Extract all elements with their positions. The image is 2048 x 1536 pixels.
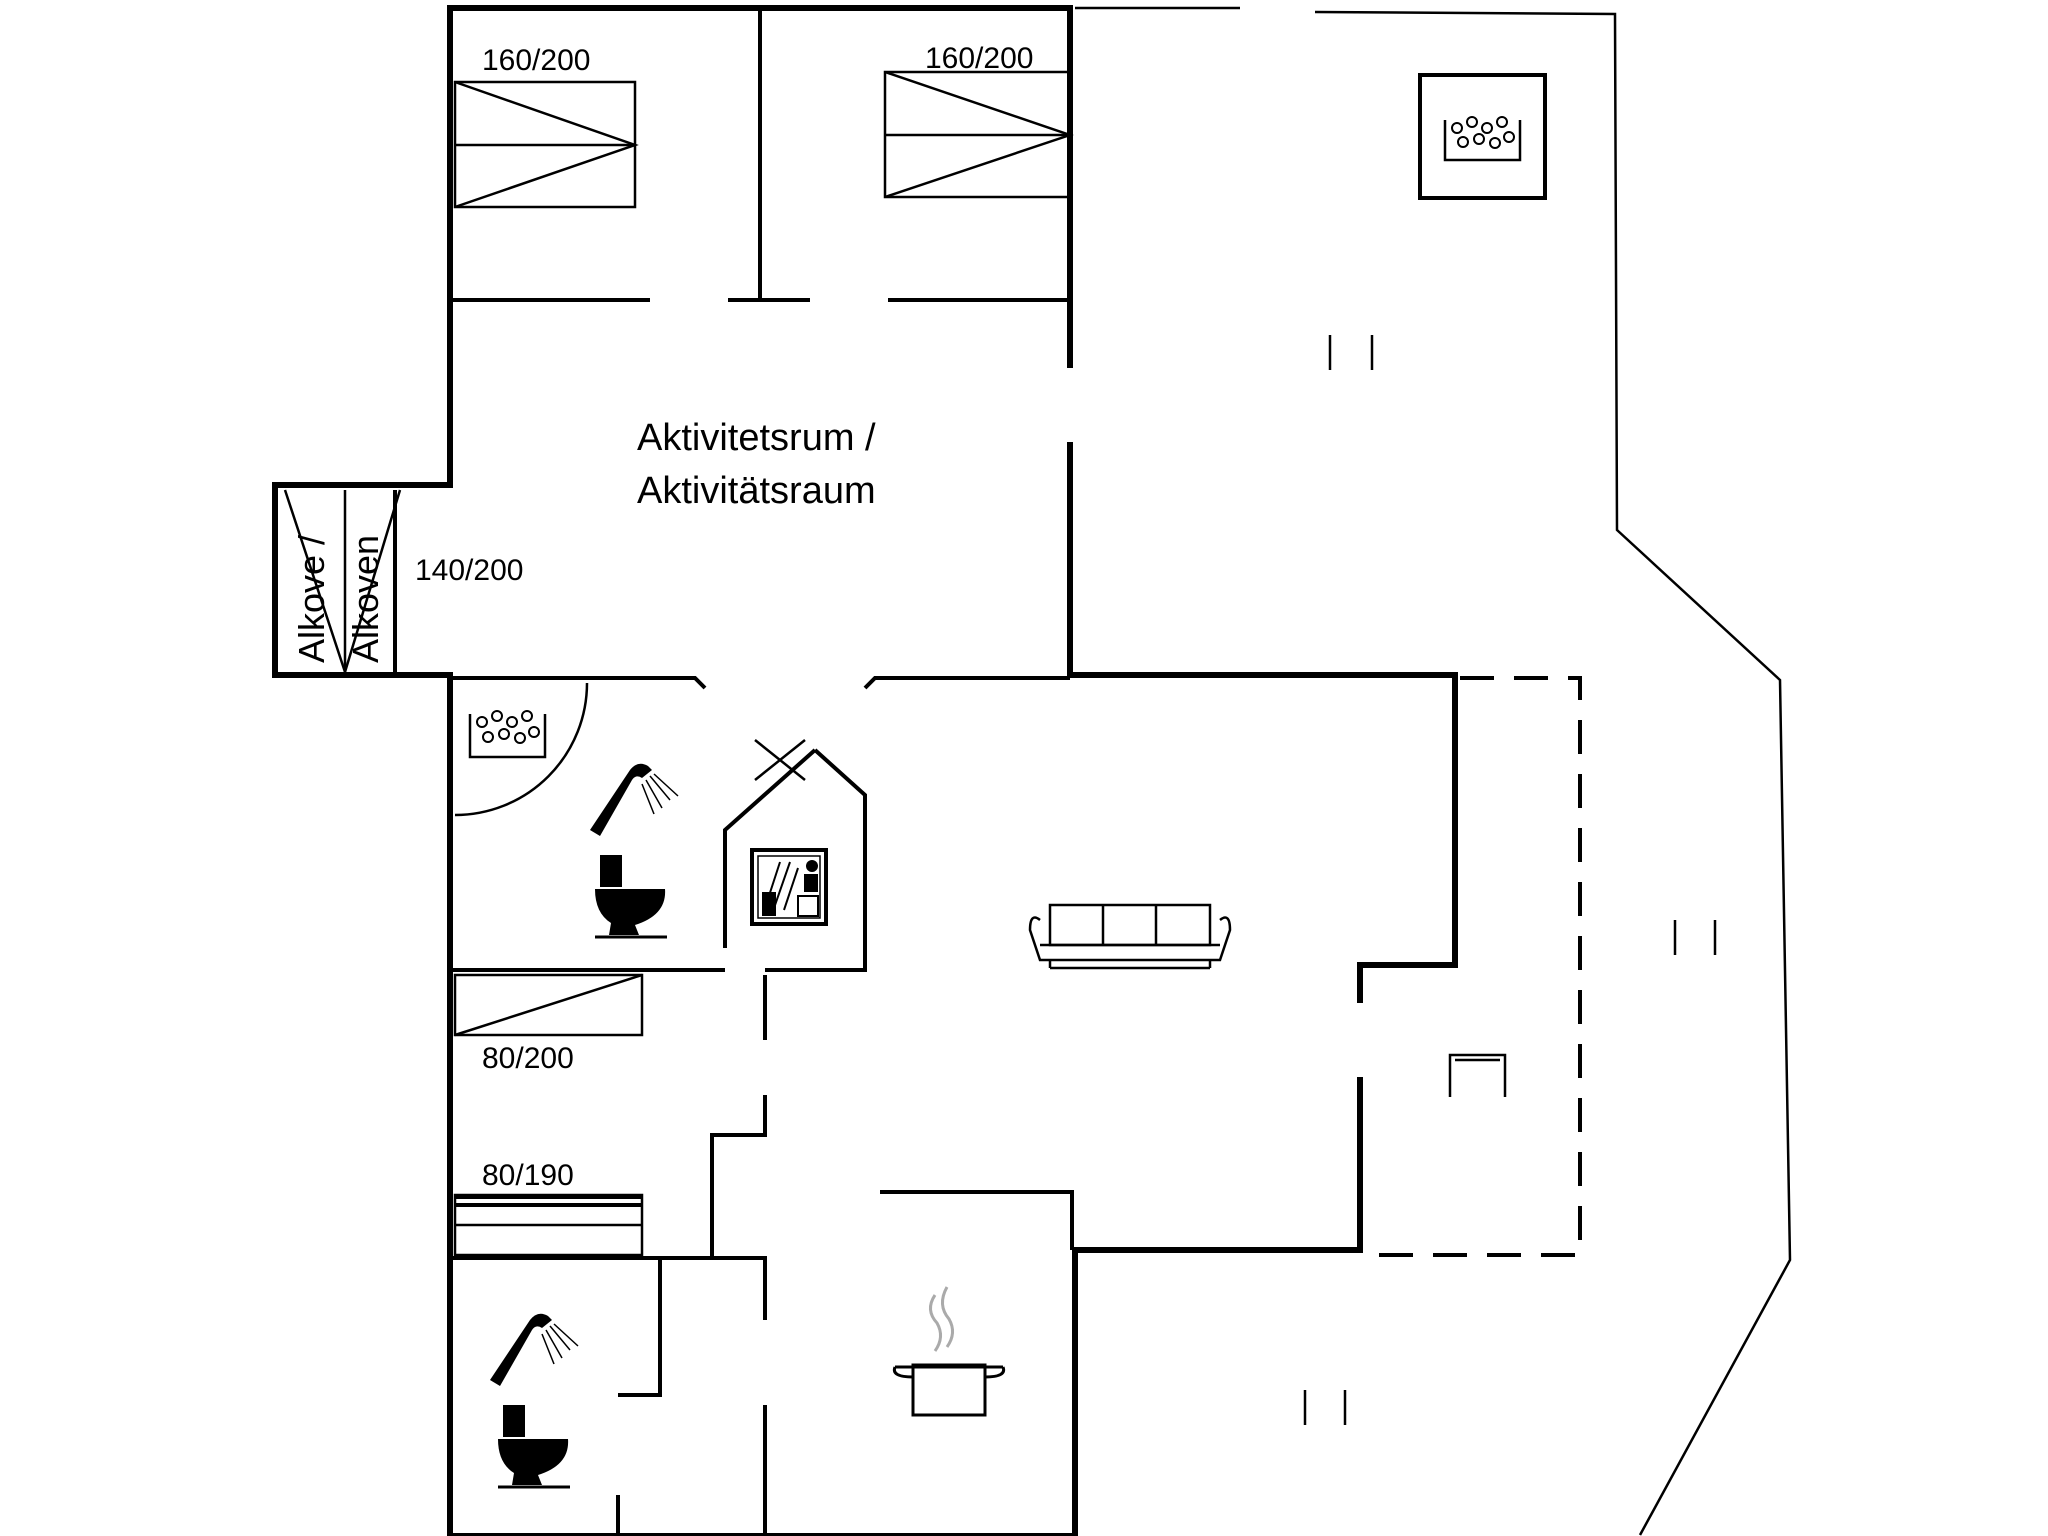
chair-icon (1448, 1053, 1507, 1097)
bed-label-single-2: 80/190 (482, 1159, 574, 1192)
alcove-label-line1: Alkove / (291, 535, 332, 663)
bed-top-right (883, 70, 1074, 199)
inner-walls (393, 10, 1075, 1536)
hot-tub-icon (1443, 116, 1522, 162)
shower-icon (590, 763, 679, 836)
toilet-icon (498, 1405, 570, 1489)
room-label-line2: Aktivitätsraum (637, 470, 876, 512)
bed-single-1 (453, 973, 644, 1037)
opening-marks (1303, 335, 1717, 1425)
sofa-icon (1028, 903, 1232, 970)
cooking-pot-icon (892, 1286, 1006, 1417)
bathroom-upper (454, 682, 589, 817)
bed-label-top-left: 160/200 (482, 44, 590, 77)
toilet-icon (595, 855, 667, 939)
bed-top-left (453, 80, 639, 209)
sauna-icon (750, 739, 828, 926)
dashed-terrace (1365, 676, 1582, 1257)
hot-tub-icon (468, 710, 547, 759)
door-swing-arc (454, 682, 589, 817)
alcove-label-line2: Alkoven (345, 535, 386, 663)
shower-icon (490, 1313, 579, 1386)
outer-walls (272, 5, 1792, 1536)
bed-single-2 (453, 1193, 644, 1257)
bed-alcove (283, 489, 402, 677)
hot-tub-box (1418, 73, 1547, 200)
bed-label-single-1: 80/200 (482, 1042, 574, 1075)
room-label-line1: Aktivitetsrum / (637, 417, 876, 459)
bed-label-top-right: 160/200 (925, 42, 1033, 75)
bed-label-alcove: 140/200 (415, 554, 523, 587)
